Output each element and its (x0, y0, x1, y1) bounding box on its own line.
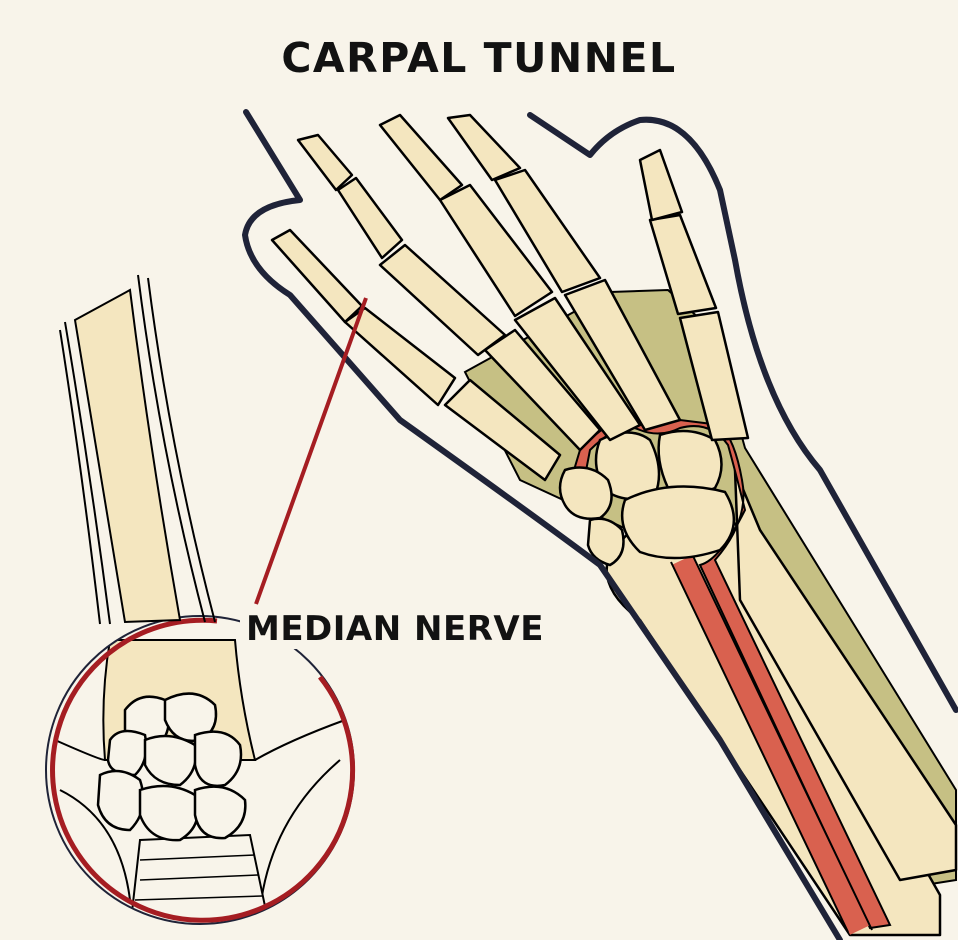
hand-outline (242, 109, 958, 940)
inset-forearm-column (59, 274, 216, 625)
ring-phalanx-1 (493, 168, 602, 294)
pinky-metacarpal (678, 310, 750, 442)
index-phalanx-1 (378, 243, 507, 357)
index-phalanx-3 (296, 133, 354, 192)
inset-carpal-bones (96, 692, 247, 842)
median-nerve-label: MEDIAN NERVE (240, 609, 550, 649)
carpal-bones (558, 429, 736, 567)
cross-section-inset (45, 615, 356, 925)
index-metacarpal (483, 328, 602, 452)
thumb-metacarpal (443, 378, 562, 482)
hand-bones (270, 113, 750, 482)
diagram-title: CARPAL TUNNEL (281, 34, 677, 82)
middle-phalanx-1 (438, 183, 554, 318)
index-phalanx-2 (336, 176, 404, 260)
pinky-phalanx-1 (648, 213, 718, 316)
ring-phalanx-2 (446, 113, 522, 182)
middle-phalanx-2 (378, 113, 464, 202)
median-nerve-leader-line (254, 297, 368, 605)
thumb-phalanx-1 (343, 306, 457, 407)
ring-metacarpal (563, 278, 682, 432)
ulna-bone (733, 468, 958, 882)
middle-metacarpal (513, 296, 642, 442)
pinky-phalanx-2 (638, 148, 684, 222)
thumb-phalanx-2 (270, 228, 364, 324)
